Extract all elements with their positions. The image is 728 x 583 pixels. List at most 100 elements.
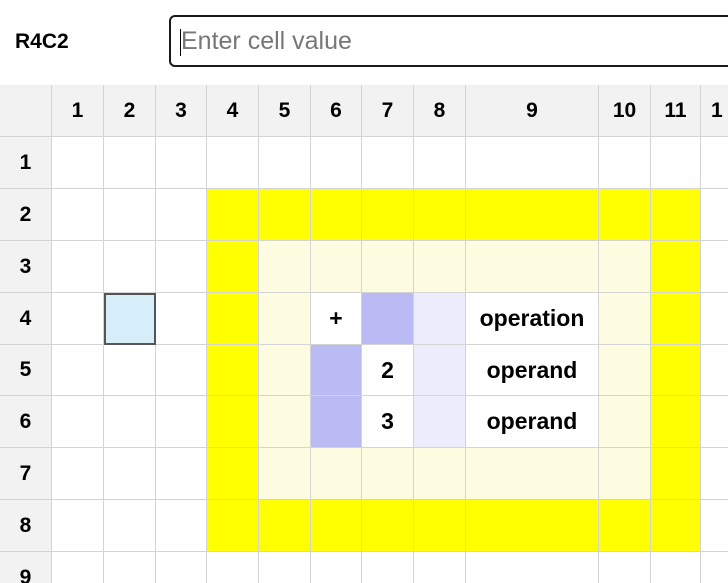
grid-cell[interactable]	[104, 448, 156, 500]
grid-cell[interactable]	[362, 241, 414, 293]
grid-cell[interactable]	[52, 137, 104, 189]
grid-cell[interactable]: 3	[362, 396, 414, 448]
grid-corner[interactable]	[0, 85, 52, 137]
grid-cell[interactable]	[259, 293, 311, 345]
grid-cell[interactable]	[414, 345, 466, 396]
grid-cell[interactable]: +	[311, 293, 362, 345]
grid-cell[interactable]	[259, 137, 311, 189]
grid-cell[interactable]	[651, 448, 701, 500]
grid-cell[interactable]	[156, 500, 207, 552]
row-header[interactable]: 5	[0, 345, 52, 396]
grid-cell[interactable]	[207, 552, 259, 583]
grid-cell[interactable]	[414, 189, 466, 241]
grid-cell[interactable]	[701, 396, 728, 448]
grid-cell[interactable]	[414, 500, 466, 552]
row-header[interactable]: 9	[0, 552, 52, 583]
grid-cell[interactable]	[104, 396, 156, 448]
grid-cell[interactable]	[311, 396, 362, 448]
grid-cell[interactable]	[701, 552, 728, 583]
grid-cell[interactable]	[259, 189, 311, 241]
grid-cell[interactable]: operand	[466, 396, 599, 448]
grid-cell[interactable]	[207, 189, 259, 241]
grid-cell[interactable]	[156, 552, 207, 583]
column-header[interactable]: 10	[599, 85, 651, 137]
column-header[interactable]: 5	[259, 85, 311, 137]
grid-cell[interactable]	[599, 345, 651, 396]
grid-cell[interactable]: operand	[466, 345, 599, 396]
grid-cell[interactable]	[599, 189, 651, 241]
grid-cell[interactable]	[52, 241, 104, 293]
grid-cell[interactable]	[52, 189, 104, 241]
grid-cell[interactable]	[104, 500, 156, 552]
grid-cell[interactable]	[599, 552, 651, 583]
grid-cell[interactable]	[651, 396, 701, 448]
grid-cell[interactable]	[414, 396, 466, 448]
grid-cell[interactable]	[259, 500, 311, 552]
grid-cell[interactable]	[414, 552, 466, 583]
grid-cell[interactable]	[701, 137, 728, 189]
grid-cell[interactable]	[156, 345, 207, 396]
grid-cell[interactable]	[466, 137, 599, 189]
grid-cell[interactable]	[52, 396, 104, 448]
grid-cell[interactable]	[599, 241, 651, 293]
grid-cell[interactable]: 2	[362, 345, 414, 396]
grid-cell[interactable]	[651, 500, 701, 552]
column-header[interactable]: 1	[701, 85, 728, 137]
grid-cell[interactable]	[362, 552, 414, 583]
column-header[interactable]: 3	[156, 85, 207, 137]
grid-cell[interactable]	[52, 448, 104, 500]
column-header[interactable]: 7	[362, 85, 414, 137]
grid-cell[interactable]	[651, 189, 701, 241]
grid-cell[interactable]	[414, 448, 466, 500]
column-header[interactable]: 2	[104, 85, 156, 137]
grid-cell[interactable]	[414, 293, 466, 345]
grid-cell[interactable]	[259, 448, 311, 500]
grid-cell[interactable]	[311, 552, 362, 583]
grid-cell[interactable]	[599, 137, 651, 189]
grid-cell[interactable]	[207, 448, 259, 500]
grid-cell[interactable]	[651, 345, 701, 396]
grid-cell[interactable]	[466, 189, 599, 241]
grid-cell[interactable]	[311, 189, 362, 241]
grid-cell[interactable]	[701, 448, 728, 500]
grid-cell[interactable]	[362, 137, 414, 189]
grid-cell[interactable]	[104, 345, 156, 396]
row-header[interactable]: 1	[0, 137, 52, 189]
row-header[interactable]: 3	[0, 241, 52, 293]
grid-cell[interactable]	[701, 241, 728, 293]
grid-cell[interactable]	[599, 500, 651, 552]
grid-cell[interactable]	[207, 137, 259, 189]
grid-cell[interactable]	[104, 552, 156, 583]
row-header[interactable]: 4	[0, 293, 52, 345]
grid-cell[interactable]	[311, 241, 362, 293]
grid-cell[interactable]	[651, 137, 701, 189]
grid-cell[interactable]	[259, 241, 311, 293]
grid-cell[interactable]	[414, 241, 466, 293]
grid-cell[interactable]	[156, 137, 207, 189]
grid-cell[interactable]	[52, 500, 104, 552]
grid-cell[interactable]	[362, 448, 414, 500]
grid-cell[interactable]	[701, 293, 728, 345]
row-header[interactable]: 7	[0, 448, 52, 500]
grid-cell[interactable]	[156, 189, 207, 241]
column-header[interactable]: 11	[651, 85, 701, 137]
grid-cell[interactable]	[104, 137, 156, 189]
grid-cell[interactable]	[599, 293, 651, 345]
grid-cell[interactable]	[52, 552, 104, 583]
grid-cell[interactable]	[466, 241, 599, 293]
grid-cell[interactable]	[156, 448, 207, 500]
grid-cell[interactable]	[156, 241, 207, 293]
grid-cell[interactable]	[207, 345, 259, 396]
grid-cell[interactable]	[311, 137, 362, 189]
grid-cell[interactable]	[651, 293, 701, 345]
grid-cell[interactable]	[207, 396, 259, 448]
column-header[interactable]: 8	[414, 85, 466, 137]
grid-cell[interactable]	[207, 241, 259, 293]
grid-cell[interactable]	[104, 241, 156, 293]
grid-cell[interactable]	[52, 293, 104, 345]
column-header[interactable]: 6	[311, 85, 362, 137]
grid-cell[interactable]	[104, 189, 156, 241]
row-header[interactable]: 8	[0, 500, 52, 552]
grid-cell[interactable]	[701, 189, 728, 241]
grid-cell[interactable]	[52, 345, 104, 396]
